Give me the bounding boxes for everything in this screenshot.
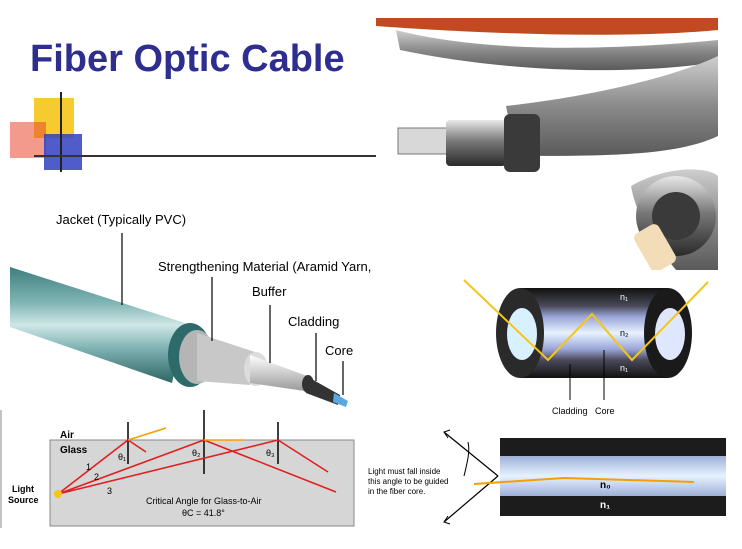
critical-angle-title: Critical Angle for Glass-to-Air: [146, 496, 262, 506]
label-glass: Glass: [60, 445, 88, 456]
note-line1: Light must fall inside: [368, 467, 441, 476]
acceptance-angle-diagram: Light must fall inside this angle to be …: [368, 429, 726, 525]
label-air: Air: [60, 430, 74, 441]
critical-angle-diagram: Air Glass θ₁ θ₂ θ₃ 1 2 3 Light Source Cr…: [0, 408, 360, 530]
label-buffer: Buffer: [252, 284, 287, 299]
cable-layers-diagram: Jacket (Typically PVC) Strengthening Mat…: [10, 212, 371, 407]
note-line3: in the fiber core.: [368, 487, 425, 496]
cladding-segment: [306, 377, 340, 405]
label-jacket: Jacket (Typically PVC): [56, 212, 186, 227]
ray-1-label: 1: [86, 462, 91, 472]
blue-square: [44, 134, 82, 170]
theta3-label: θ₃: [266, 448, 275, 458]
theta2-label: θ₂: [192, 448, 201, 458]
ray-2-label: 2: [94, 472, 99, 482]
decorative-corner-graphic: [10, 92, 378, 172]
n0-label: n₀: [600, 480, 611, 491]
tir-n1-bottom: n₁: [620, 363, 628, 373]
red-square: [10, 122, 46, 158]
label-cladding: Cladding: [288, 314, 339, 329]
tir-n2: n₂: [620, 328, 629, 338]
note-line2: this angle to be guided: [368, 477, 449, 486]
ray-3-label: 3: [107, 486, 112, 496]
light-source-line2: Source: [8, 495, 39, 505]
light-source-line1: Light: [12, 484, 34, 494]
n1-label: n₁: [600, 500, 610, 511]
label-core: Core: [325, 343, 353, 358]
label-strengthening: Strengthening Material (Aramid Yarn,: [158, 259, 371, 274]
slide-title: Fiber Optic Cable: [30, 38, 345, 80]
fiber-cable-photo: [376, 16, 718, 270]
theta1-label: θ₁: [118, 452, 126, 462]
light-source-icon: [54, 490, 62, 498]
core-tip: [333, 393, 348, 407]
critical-angle-value: θC = 41.8°: [182, 508, 225, 518]
tir-n1-top: n₁: [620, 292, 628, 302]
tir-label-cladding: Cladding: [552, 406, 588, 416]
jacket-body: [10, 267, 185, 383]
tir-cylinder-diagram: n₁ n₂ n₁ Cladding Core: [463, 279, 709, 416]
tir-label-core: Core: [595, 406, 615, 416]
